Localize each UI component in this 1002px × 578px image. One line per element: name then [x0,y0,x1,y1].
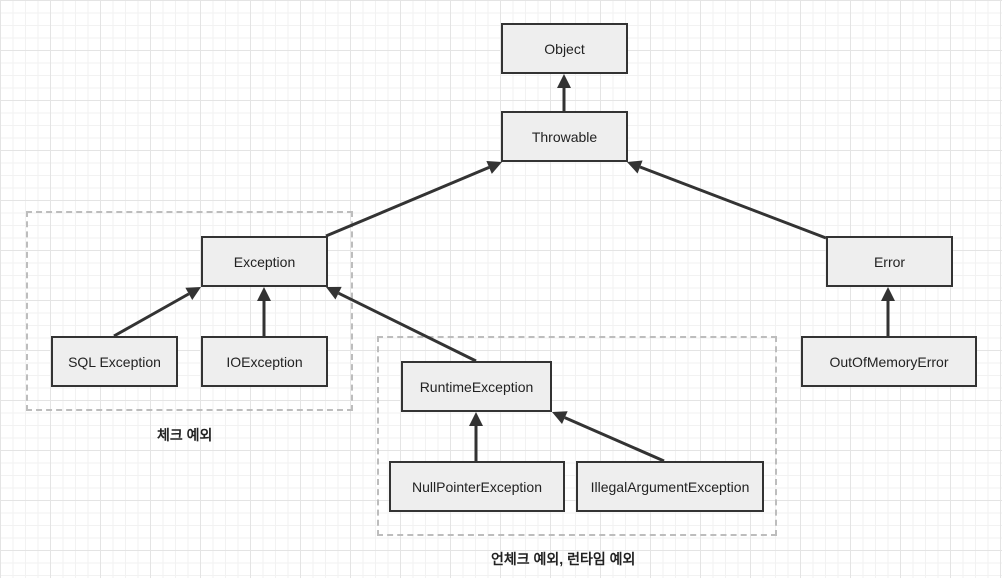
arrowhead-exception [326,286,342,300]
arrowhead-runtime-exception [552,411,568,425]
arrowhead-runtime-exception [469,412,483,426]
checked-exceptions-label: 체크 예외 [157,427,213,443]
arrowhead-throwable [486,160,502,174]
unchecked-exceptions-label: 언체크 예외, 런타임 예외 [491,551,636,567]
arrow-sql-exception-to-exception [113,292,190,338]
node-object: Object [501,23,628,74]
node-io-exception: IOException [201,336,328,387]
arrow-runtime-exception-to-exception [337,291,477,363]
arrowhead-error [881,287,895,301]
node-exception: Exception [201,236,328,287]
arrowhead-throwable [627,160,643,174]
node-sql-exception: SQL Exception [51,336,178,387]
arrow-illegal-argument-exception-to-runtime-exception [564,416,665,463]
arrow-error-to-throwable [639,165,827,240]
arrow-exception-to-throwable [325,166,490,238]
arrowhead-object [557,74,571,88]
checked-exceptions-group [26,211,353,411]
node-null-pointer-exception: NullPointerException [389,461,565,512]
arrowhead-exception [257,287,271,301]
node-runtime-exception: RuntimeException [401,361,552,412]
node-illegal-argument-exception: IllegalArgumentException [576,461,764,512]
arrowhead-exception [185,287,201,300]
unchecked-exceptions-group [377,336,777,536]
node-throwable: Throwable [501,111,628,162]
node-error: Error [826,236,953,287]
node-out-of-memory-error: OutOfMemoryError [801,336,977,387]
